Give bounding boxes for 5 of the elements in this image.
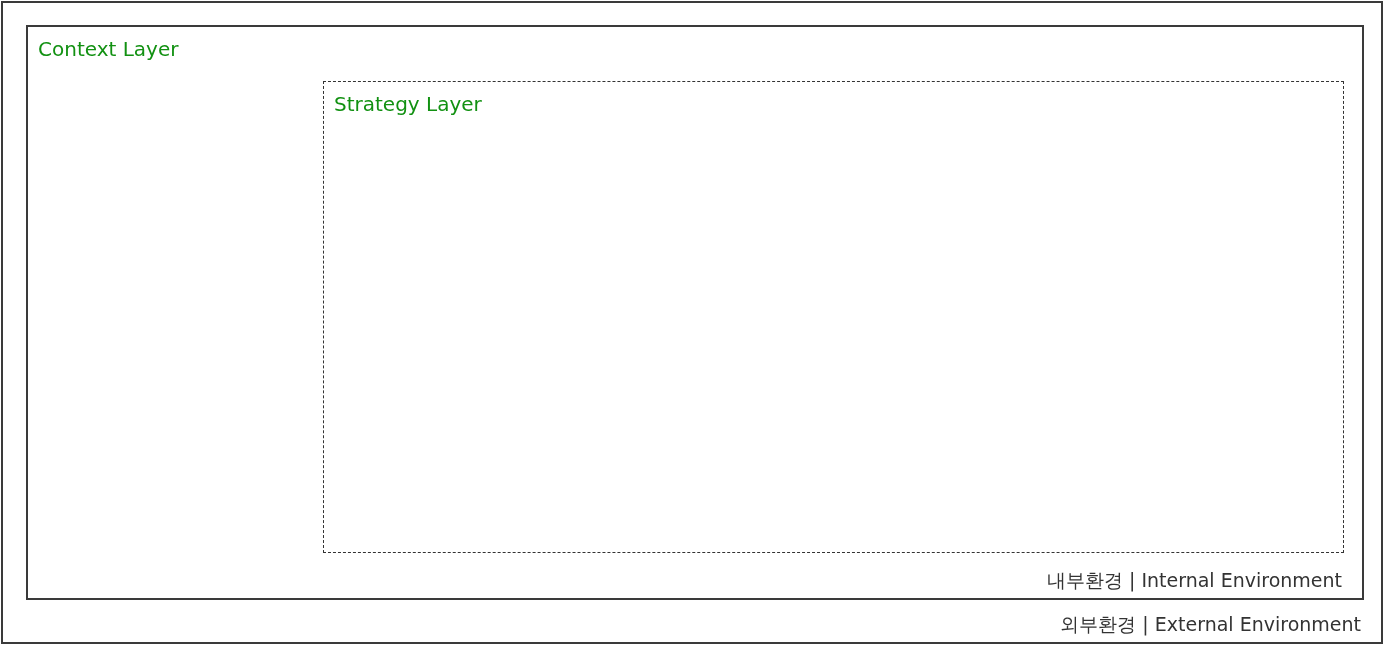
dashed-layer-box [323, 81, 1344, 553]
layer-title: Context Layer [38, 37, 179, 61]
environment-label: 내부환경 | Internal Environment [1046, 568, 1342, 594]
layer-title: Strategy Layer [334, 92, 482, 116]
environment-label: 외부환경 | External Environment [1060, 612, 1361, 638]
